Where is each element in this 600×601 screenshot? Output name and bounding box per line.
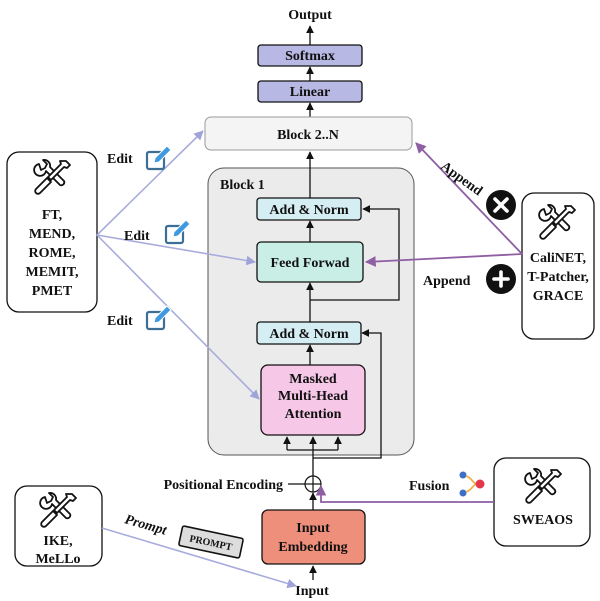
- feed-forward-box: [256, 241, 364, 283]
- append-arrow-middle: [364, 253, 523, 267]
- edit-arrow-bottom: [96, 234, 260, 400]
- right-method-2: T-Patcher,: [527, 270, 589, 285]
- edit-label-1: Edit: [107, 152, 133, 167]
- left-method-5: PMET: [32, 284, 73, 299]
- block-2-n-label: Block 2..N: [277, 128, 339, 143]
- feed-forward-label: Feed Forwad: [271, 256, 350, 271]
- edit-arrow-top: [96, 130, 204, 236]
- prompt-arrow: [101, 527, 297, 589]
- left-method-4: MEMIT,: [25, 265, 78, 280]
- append-arrow-top: [415, 142, 523, 255]
- softmax-label: Softmax: [285, 49, 335, 64]
- pencil-square-icon: [164, 218, 192, 245]
- right-method-1: CaliNET,: [530, 251, 586, 266]
- close-circle-icon: [486, 190, 516, 220]
- input-embedding-line-1: Input: [296, 521, 330, 536]
- left-method-1: FT,: [42, 208, 62, 223]
- edit-label-3: Edit: [107, 314, 133, 329]
- fusion-icon: [459, 471, 485, 497]
- attention-box: [260, 364, 366, 436]
- block-1-title: Block 1: [220, 178, 265, 193]
- pencil-square-icon: [145, 304, 173, 331]
- add-norm-bottom-label: Add & Norm: [269, 327, 349, 342]
- positional-encoding-label: Positional Encoding: [164, 478, 283, 493]
- bottom-right-methods-box: [493, 457, 591, 547]
- prompt-tag-icon: PROMPT: [178, 525, 244, 559]
- append-top-label: Append: [438, 159, 485, 199]
- attention-line-3: Attention: [285, 407, 342, 422]
- left-method-3: ROME,: [28, 246, 75, 261]
- bottom-left-method-2: MeLLo: [35, 552, 80, 567]
- add-norm-top-box: [256, 197, 362, 221]
- attention-line-1: Masked: [289, 372, 337, 387]
- fusion-label: Fusion: [409, 479, 450, 494]
- bottom-left-methods-box: [14, 485, 103, 567]
- output-label: Output: [288, 8, 332, 23]
- block-2-n-box: [204, 116, 413, 151]
- left-methods-box: [6, 151, 98, 313]
- edit-label-2: Edit: [124, 229, 150, 244]
- bottom-left-method-1: IKE,: [43, 534, 72, 549]
- residual-top: [310, 205, 400, 301]
- residual-bottom: [313, 329, 382, 459]
- linear-box: [257, 80, 363, 103]
- plus-circle-icon: [486, 264, 516, 294]
- input-label: Input: [295, 584, 329, 599]
- edit-arrow-middle: [96, 234, 256, 266]
- add-norm-bottom-box: [256, 321, 362, 345]
- softmax-box: [257, 44, 363, 67]
- fusion-arrow: [315, 484, 494, 503]
- input-embedding-line-2: Embedding: [278, 540, 347, 555]
- prompt-label: Prompt: [123, 512, 169, 539]
- right-method-3: GRACE: [533, 289, 584, 304]
- linear-label: Linear: [290, 85, 330, 100]
- add-norm-top-label: Add & Norm: [269, 203, 349, 218]
- attention-line-2: Multi-Head: [278, 389, 348, 404]
- input-embedding-box: [261, 509, 366, 565]
- append-bottom-label: Append: [423, 274, 471, 289]
- bottom-right-method-1: SWEAOS: [513, 513, 573, 528]
- right-methods-box: [521, 192, 595, 340]
- left-method-2: MEND,: [29, 227, 75, 242]
